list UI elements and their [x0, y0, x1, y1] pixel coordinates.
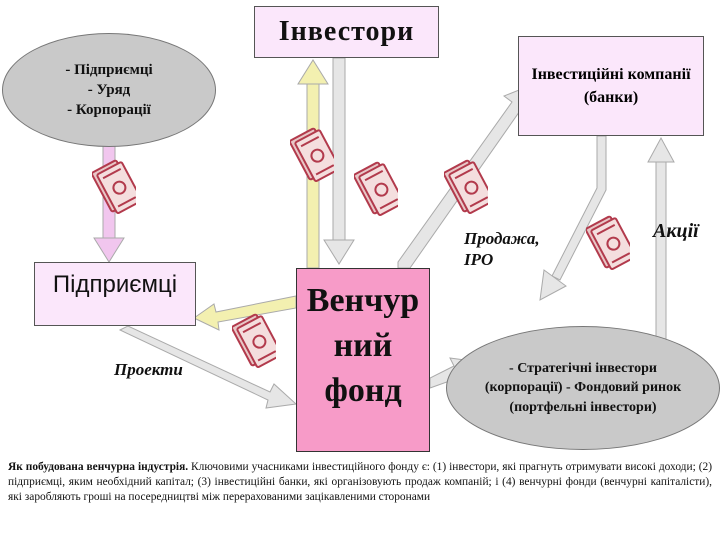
investors-box: Інвестори: [254, 6, 439, 58]
investment-banks-label: Інвестиційні компанії (банки): [531, 65, 691, 106]
sales-ipo-label: Продажа, IPO: [464, 229, 540, 270]
money-stack-icon: [232, 313, 276, 368]
venture-fund-line: Венчур: [306, 282, 420, 319]
money-stack-icon: [444, 159, 488, 214]
arrow-fund-to-entrepreneurs: [193, 295, 297, 331]
shares-label: Акції: [653, 220, 699, 242]
venture-fund-line: фонд: [324, 371, 402, 409]
arrow-projects-to-fund: [118, 325, 298, 409]
venture-fund-box: Венчур ний фонд: [296, 268, 430, 452]
owners-ellipse: - Підприємці - Уряд - Корпорації: [2, 33, 216, 147]
caption-title: Як побудована венчурна індустрія.: [8, 461, 189, 473]
owners-line: - Підприємці: [65, 61, 153, 78]
entrepreneurs-label: Підприємці: [52, 271, 178, 298]
strategic-investors-label: - Стратегічні інвестори (корпорації) - Ф…: [484, 360, 682, 415]
money-stack-icon: [586, 215, 630, 270]
investors-label: Інвестори: [278, 16, 415, 47]
owners-line: - Уряд: [87, 81, 131, 98]
entrepreneurs-box: Підприємці: [34, 262, 196, 326]
projects-label: Проекти: [114, 360, 183, 379]
money-stack-icon: [92, 159, 136, 214]
caption: Як побудована венчурна індустрія. Ключов…: [8, 460, 712, 505]
money-stack-icon: [290, 127, 334, 182]
venture-fund-line: ний: [333, 326, 393, 364]
investment-banks-box: Інвестиційні компанії (банки): [518, 36, 704, 136]
arrow-banks-to-market: [539, 135, 607, 301]
money-stack-icon: [354, 161, 398, 216]
arrow-market-to-banks: [647, 136, 675, 345]
owners-line: - Корпорації: [67, 102, 151, 119]
arrow-investors-to-fund: [323, 57, 355, 265]
strategic-investors-ellipse: - Стратегічні інвестори (корпорації) - Ф…: [446, 326, 720, 450]
caption-text: Ключовими учасниками інвестиційного фонд…: [8, 461, 712, 504]
